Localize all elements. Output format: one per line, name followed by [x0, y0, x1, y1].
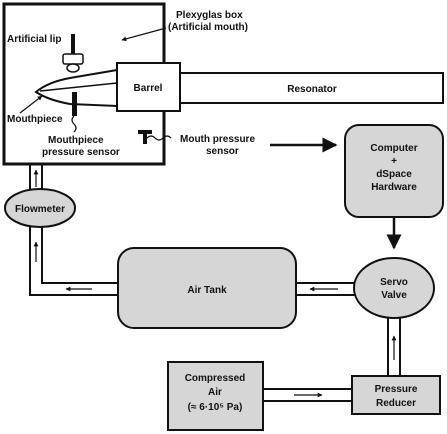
resonator-tube — [179, 72, 444, 104]
pressure-reducer-label-line1: Pressure — [375, 384, 418, 395]
artificial-lip-pad — [62, 53, 84, 65]
air-tank — [117, 247, 297, 329]
mouth-pressure-sensor-label-line1: Mouth pressure — [180, 134, 255, 145]
plexiglas-arrow — [121, 27, 167, 42]
computer-label-line3: dSpace — [376, 169, 412, 180]
mouth-pressure-sensor — [138, 130, 152, 134]
pressure-reducer-label-line2: Reducer — [376, 398, 416, 409]
pipe-tank-flow-inner — [41, 227, 118, 284]
barrel-box — [116, 62, 181, 112]
mouthpiece-arrow — [19, 95, 43, 114]
artificial-lip-label: Artificial lip — [7, 34, 61, 45]
compressed-air-label-line2: Air — [208, 387, 222, 398]
resonator-label: Resonator — [287, 84, 337, 95]
mouthpiece-sensor — [72, 92, 77, 116]
mouthpiece-sensor-label-line2: pressure sensor — [42, 147, 120, 158]
mouth-pressure-sensor-stem — [143, 134, 147, 144]
artificial-lip-rod — [71, 34, 75, 54]
servo-valve — [353, 257, 435, 319]
computer-box — [344, 124, 444, 218]
flowmeter-label: Flowmeter — [15, 204, 65, 215]
mouthpiece-sensor-wire — [71, 115, 77, 133]
computer-label-line2: + — [391, 156, 397, 167]
mouth-pressure-sensor-wire — [146, 135, 172, 141]
compressed-air-label-line1: Compressed — [185, 373, 246, 384]
plexiglas-label-line1: Plexyglas box — [176, 10, 243, 21]
mouth-pressure-sensor-label-line2: sensor — [206, 146, 239, 157]
compressed-air-box — [167, 361, 264, 431]
pipe-tank-flow-outer — [29, 227, 118, 296]
mouthpiece-shape — [34, 68, 118, 108]
servo-valve-label-line1: Servo — [380, 277, 408, 288]
compressed-air-label-line3: (≈ 6·10⁵ Pa) — [188, 402, 243, 413]
servo-valve-label-line2: Valve — [381, 290, 407, 301]
plexiglas-label-line2: (Artificial mouth) — [168, 22, 248, 33]
flowmeter — [4, 188, 76, 228]
pressure-reducer-box — [351, 375, 441, 415]
artificial-lip-tip — [66, 63, 80, 73]
computer-label-line1: Computer — [370, 143, 417, 154]
computer-label-line4: Hardware — [371, 182, 417, 193]
mouthpiece-label: Mouthpiece — [7, 114, 63, 125]
reed-line — [39, 82, 118, 92]
mouthpiece-sensor-label-line1: Mouthpiece — [48, 135, 104, 146]
barrel-label: Barrel — [134, 83, 163, 94]
air-tank-label: Air Tank — [187, 285, 227, 296]
